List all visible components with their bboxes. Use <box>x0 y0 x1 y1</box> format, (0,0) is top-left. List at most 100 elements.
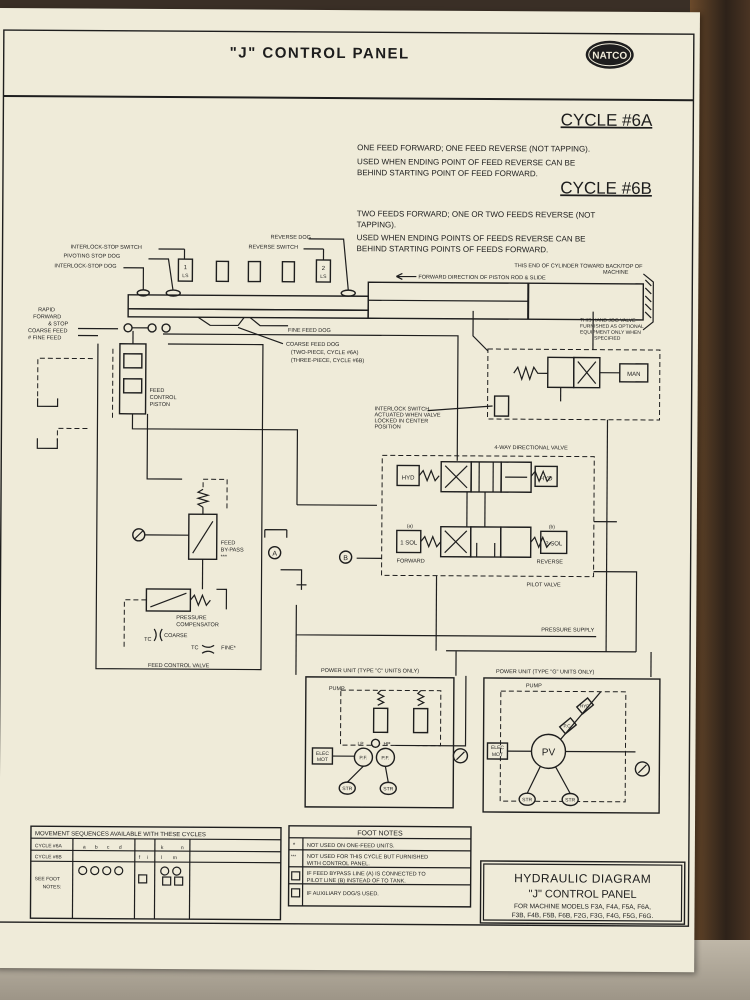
ls2-number: 2 <box>322 266 326 272</box>
label-compensator: COMPENSATOR <box>176 622 219 628</box>
header-rule <box>3 95 694 102</box>
label-pos-b: (b) <box>549 524 555 530</box>
hand-jog-valve <box>486 348 661 421</box>
cycle-6b-line3: USED WHEN ENDING POINTS OF FEEDS REVERSE… <box>357 233 586 243</box>
label-and-stop: & STOP <box>48 321 68 327</box>
footnote-4: IF AUXILIARY DOG/S USED. <box>307 891 380 897</box>
label-hp: HP <box>383 741 391 747</box>
seq-col-n: n <box>181 845 184 851</box>
label-elec-right: ELEC <box>491 745 504 751</box>
label-forward-direction: FORWARD DIRECTION OF PISTON ROD & SLIDE <box>418 275 546 282</box>
label-pv: PV <box>542 747 556 758</box>
cycle-6a-line3: BEHIND STARTING POINT OF FEED FORWARD. <box>357 168 538 178</box>
label-tc-coarse: TC <box>144 637 151 643</box>
cycle-6a-title: CYCLE #6A <box>561 110 653 130</box>
label-str-3: STR <box>522 797 532 803</box>
label-fine: FINE* <box>221 645 237 651</box>
label-pressure-supply: PRESSURE SUPPLY <box>541 627 594 633</box>
label-hyd-right: HYD <box>540 476 553 482</box>
label-hyd-left: HYD <box>402 475 415 481</box>
title-block-line1: HYDRAULIC DIAGRAM <box>514 871 651 886</box>
seq-col-a: a <box>83 845 86 851</box>
label-rapid-forward: FORWARD <box>33 314 61 320</box>
label-feed: FEED <box>150 388 165 394</box>
label-pilot-valve: PILOT VALVE <box>526 582 561 588</box>
diagram-sheet: "J" CONTROL PANEL NATCO CYCLE #6A ONE FE… <box>0 8 700 973</box>
cycle-6a-line1: ONE FEED FORWARD; ONE FEED REVERSE (NOT … <box>357 143 590 153</box>
footnote-1: NOT USED ON ONE-FEED UNITS. <box>307 843 395 850</box>
footnotes-box <box>287 825 472 908</box>
cycle-6b-line2: TAPPING). <box>357 220 396 229</box>
seq-col-b: b <box>95 845 98 851</box>
cycle-6b-line1: TWO FEEDS FORWARD; ONE OR TWO FEEDS REVE… <box>357 209 596 219</box>
cylinder-note-2: MACHINE <box>603 270 629 276</box>
label-coarse-feed-dog-1: COARSE FEED DOG <box>286 342 340 348</box>
seq-col-f: f <box>139 855 141 861</box>
feed-control-piston <box>111 330 147 419</box>
logo-text: NATCO <box>592 51 627 62</box>
power-unit-right <box>482 677 661 814</box>
label-coarse-feed: COARSE FEED <box>28 328 67 334</box>
sequence-row-footnotes: SEE FOOT <box>35 876 60 882</box>
footnote-3b: PILOT LINE (B) INSTEAD OF TO TANK. <box>307 878 407 885</box>
sequence-row-6b: CYCLE #6B <box>35 854 63 860</box>
sheet-border <box>0 29 695 927</box>
label-mot-right: MOT <box>492 752 503 758</box>
marker-b-circle <box>338 550 353 564</box>
label-piston: PISTON <box>150 402 170 408</box>
label-feed-bypass-2: BY-PASS <box>221 547 244 553</box>
label-interlock-note-1: INTERLOCK SWITCH <box>375 406 430 412</box>
footnote-1-symbol: * <box>293 843 296 849</box>
cycle-6b-title: CYCLE #6B <box>560 178 652 198</box>
footnotes-title: FOOT NOTES <box>357 830 403 837</box>
label-pump-right: PUMP <box>526 683 542 689</box>
footnote-2: NOT USED FOR THIS CYCLE BUT FURNISHED <box>307 854 428 861</box>
label-pressure: PRESSURE <box>176 615 207 621</box>
label-feed-bypass-1: FEED <box>221 540 236 546</box>
cycle-6b-line4: BEHIND STARTING POINTS OF FEEDS FORWARD. <box>357 244 549 254</box>
label-hand-jog-1: THIS HAND JOG VALVE <box>580 318 636 324</box>
panel-title: "J" CONTROL PANEL <box>230 44 410 62</box>
seq-col-m: m <box>173 855 177 861</box>
hydraulic-cylinder <box>127 273 654 331</box>
footnote-2-symbol: *** <box>291 854 297 859</box>
movement-sequence-table <box>29 825 282 921</box>
power-unit-left <box>304 675 469 809</box>
title-block <box>479 860 686 925</box>
label-fine-feed: # FINE FEED <box>28 335 61 341</box>
marker-a-circle <box>267 545 282 560</box>
label-man: MAN <box>627 372 640 378</box>
label-elec-left: ELEC <box>316 751 329 757</box>
label-four-way-valve: 4-WAY DIRECTIONAL VALVE <box>494 445 568 451</box>
seq-col-k: k <box>161 845 164 851</box>
ls1-number: 1 <box>184 265 188 271</box>
label-hand-jog-2: FURNISHED AS OPTIONAL <box>580 324 644 330</box>
seq-col-i: i <box>147 855 148 861</box>
label-interlock-note-2: ACTUATED WHEN VALVE <box>375 412 441 418</box>
label-pos-a: (a) <box>407 523 413 529</box>
label-rapid: RAPID <box>38 307 55 313</box>
label-coarse-feed-dog-2: (TWO-PIECE, CYCLE #6A) <box>291 350 359 356</box>
label-interlock-note-4: POSITION <box>374 424 400 430</box>
label-coarse: COARSE <box>164 633 188 639</box>
footnote-2b: WITH CONTROL PANEL. <box>307 861 370 867</box>
ls1-label: LS <box>182 273 189 279</box>
feed-bypass-valve <box>187 478 228 590</box>
label-tc-fine: TC <box>191 645 198 651</box>
seq-col-l: l <box>161 855 162 861</box>
limit-switch-rail <box>123 238 356 297</box>
hydraulic-diagram: "J" CONTROL PANEL NATCO CYCLE #6A ONE FE… <box>0 29 695 927</box>
label-power-unit-left: POWER UNIT (TYPE "C" UNITS ONLY) <box>321 668 419 675</box>
ls2-label: LS <box>320 274 327 280</box>
label-hyd-small: HYD <box>580 704 590 709</box>
label-lp: LP <box>357 741 364 747</box>
label-pump-left: PUMP <box>329 686 345 692</box>
seq-col-c: c <box>107 845 110 851</box>
marker-b: B <box>343 555 348 562</box>
label-interlock-stop-dog: INTERLOCK-STOP DOG <box>54 263 116 269</box>
footnote-3: IF FEED BYPASS LINE (A) IS CONNECTED TO <box>307 871 427 878</box>
cylinder-note-1: THIS END OF CYLINDER TOWARD BACK/TOP OF <box>514 263 643 270</box>
label-mot-left: MOT <box>317 757 328 763</box>
label-str-2: STR <box>383 786 393 792</box>
title-block-line4: F3B, F4B, F5B, F6B, F2G, F3G, F4G, F5G, … <box>512 912 654 920</box>
